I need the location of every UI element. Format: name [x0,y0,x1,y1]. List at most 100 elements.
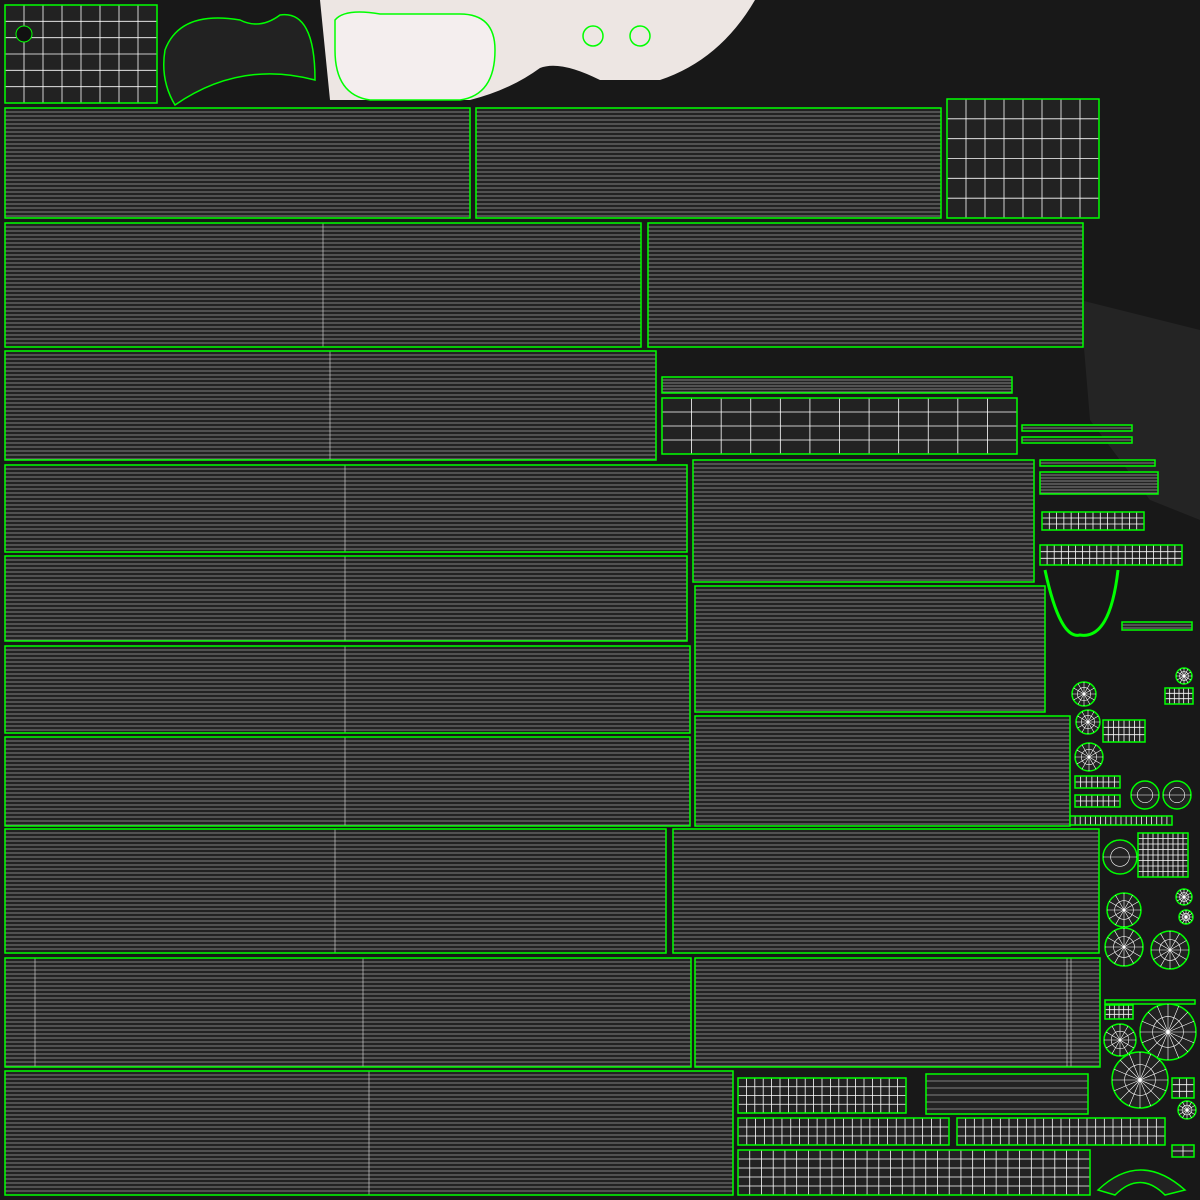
uv-seam-border [1021,424,1133,432]
uv-seam-border [661,376,1013,394]
uv-wireframe [1137,786,1154,803]
uv-wireframe [1179,910,1193,924]
uv-seam-border [475,107,942,219]
uv-seam-border [737,1077,907,1114]
uv-wireframe [1159,939,1181,961]
uv-seam-border [692,459,1035,583]
uv-seam-border [672,828,1100,954]
uv-seam-border [1171,1077,1195,1099]
uv-seam-border [4,736,691,827]
uv-island [5,737,690,826]
uv-seam-border [694,585,1046,713]
uv-wireframe [5,223,641,347]
uv-wireframe [1151,931,1189,969]
uv-wireframe [1140,1004,1196,1060]
uv-wireframe [1075,776,1120,788]
uv-wireframe [5,646,690,733]
uv-island [5,829,666,953]
uv-seam-border [737,1117,950,1146]
uv-wireframe [1042,512,1144,530]
uv-wireframe [1105,928,1143,966]
uv-island [695,586,1045,712]
uv-island-strip [1043,569,1120,637]
uv-wireframe [1179,671,1189,681]
uv-island [695,958,1100,1067]
uv-seam-border [1104,999,1196,1005]
uv-seam-border [4,555,688,642]
uv-wireframe [1040,545,1182,565]
uv-wireframe [5,1071,733,1195]
uv-wireframe [926,1080,1088,1110]
uv-wireframe [1138,833,1188,877]
uv-island [5,351,656,460]
uv-wireframe [648,226,1083,344]
uv-wireframe [1075,795,1120,807]
uv-island [926,1074,1088,1114]
uv-seam-border [956,1117,1166,1146]
uv-island [5,958,691,1067]
uv-seam-border [737,1149,1091,1196]
uv-seam-border [694,715,1071,827]
uv-wireframe [1107,893,1141,927]
uv-wireframe [5,737,690,826]
uv-wireframe [1176,889,1192,905]
uv-seam-border [661,397,1018,455]
uv-wireframe [1081,715,1095,729]
uv-seam-border [1164,687,1194,705]
uv-wireframe [5,829,666,953]
uv-seam-border [1039,459,1156,467]
uv-island-eye [582,25,604,47]
uv-wireframe [1077,687,1091,701]
uv-wireframe [1165,688,1193,704]
uv-seam-border [4,222,642,348]
uv-island [5,108,470,218]
uv-seam-border [4,645,691,734]
uv-seam-border [4,1070,734,1196]
uv-wireframe [5,351,656,460]
uv-island [693,460,1034,582]
uv-seam-border [1171,1144,1195,1158]
uv-wireframe [662,398,1017,454]
uv-wireframe [1104,1024,1136,1056]
uv-island [1105,1000,1195,1004]
uv-wireframe [1179,892,1189,902]
uv-seam-border [4,350,657,461]
uv-wireframe [1112,1052,1168,1108]
uv-hole [15,25,33,43]
uv-wireframe [1074,816,1168,825]
uv-island [5,556,687,641]
uv-seam-border [1074,775,1121,789]
uv-wireframe [476,111,941,217]
uv-wireframe [1075,743,1103,771]
uv-wireframe [1040,474,1158,494]
uv-seam-border [4,4,158,104]
uv-island [476,108,941,218]
uv-wireframe [5,465,687,552]
uv-island-curved [163,14,316,107]
uv-wireframe [1114,900,1134,920]
uv-wireframe [1076,710,1100,734]
uv-wireframe [1178,1101,1196,1119]
uv-seam-border [1041,511,1145,531]
uv-seam-border [1039,544,1183,566]
uv-seam-border [1121,621,1193,631]
uv-seam-border [4,957,692,1068]
uv-wireframe [1169,786,1186,803]
uv-wireframe [5,556,687,641]
uv-wireframe [1152,1016,1184,1048]
uv-wireframe [738,1118,949,1145]
uv-wireframe [1105,1005,1133,1019]
uv-wireframe [695,719,1070,825]
uv-seam-border [1074,794,1121,808]
uv-seam-border [647,222,1084,348]
uv-island [648,223,1083,347]
uv-wireframe [695,589,1045,711]
uv-wireframe [1081,748,1098,765]
uv-seam-border [1102,719,1146,743]
uv-wireframe [1103,720,1145,742]
uv-seam-border [4,107,471,219]
uv-wireframe [1122,624,1192,629]
uv-wireframe [1113,936,1135,958]
